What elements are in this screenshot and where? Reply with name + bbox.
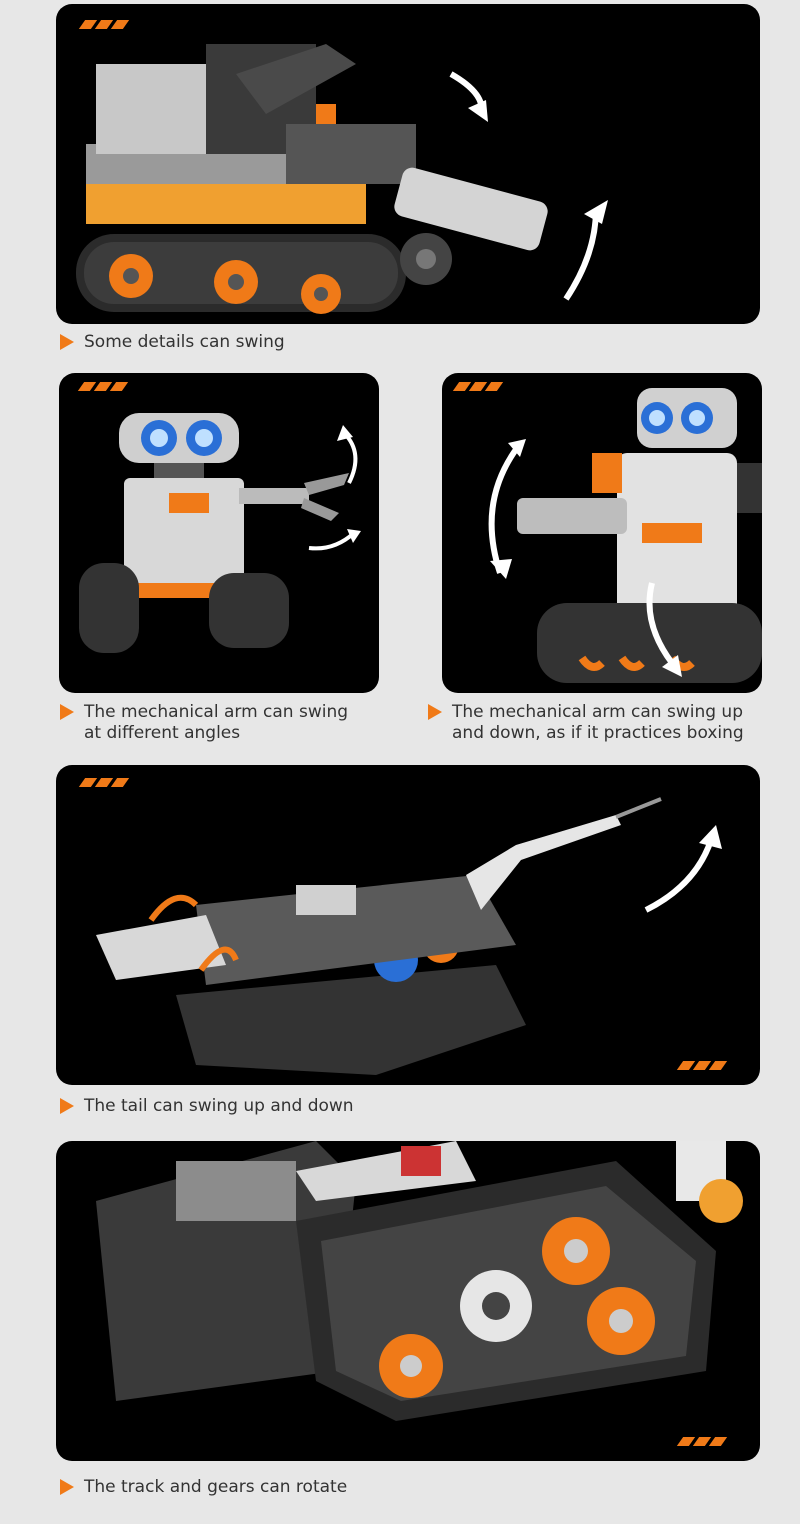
panel-tail-swing (56, 765, 760, 1085)
robot-boxing-image (488, 388, 762, 683)
scorpion-robot-image (96, 797, 722, 1075)
robot-arm-image (79, 413, 361, 653)
panel-arm-angles (59, 373, 379, 693)
caption-arm-angles: The mechanical arm can swing at differen… (60, 702, 348, 744)
play-triangle-icon (60, 334, 74, 350)
stripes-badge-icon (78, 20, 130, 29)
caption-track-gears: The track and gears can rotate (60, 1477, 347, 1498)
panel-arm-boxing (442, 373, 762, 693)
panel-track-gears (56, 1141, 760, 1461)
track-gears-image (96, 1141, 743, 1421)
play-triangle-icon (428, 704, 442, 720)
caption-arm-boxing: The mechanical arm can swing up and down… (428, 702, 744, 744)
caption-details-swing: Some details can swing (60, 332, 285, 353)
stripes-badge-icon (77, 382, 129, 391)
play-triangle-icon (60, 1479, 74, 1495)
panel-details-swing (56, 4, 760, 324)
stripes-badge-icon (676, 1437, 728, 1446)
robot-tank-image (76, 44, 608, 314)
play-triangle-icon (60, 704, 74, 720)
stripes-badge-icon (78, 778, 130, 787)
caption-tail-swing: The tail can swing up and down (60, 1096, 354, 1117)
stripes-badge-icon (676, 1061, 728, 1070)
play-triangle-icon (60, 1098, 74, 1114)
stripes-badge-icon (452, 382, 504, 391)
